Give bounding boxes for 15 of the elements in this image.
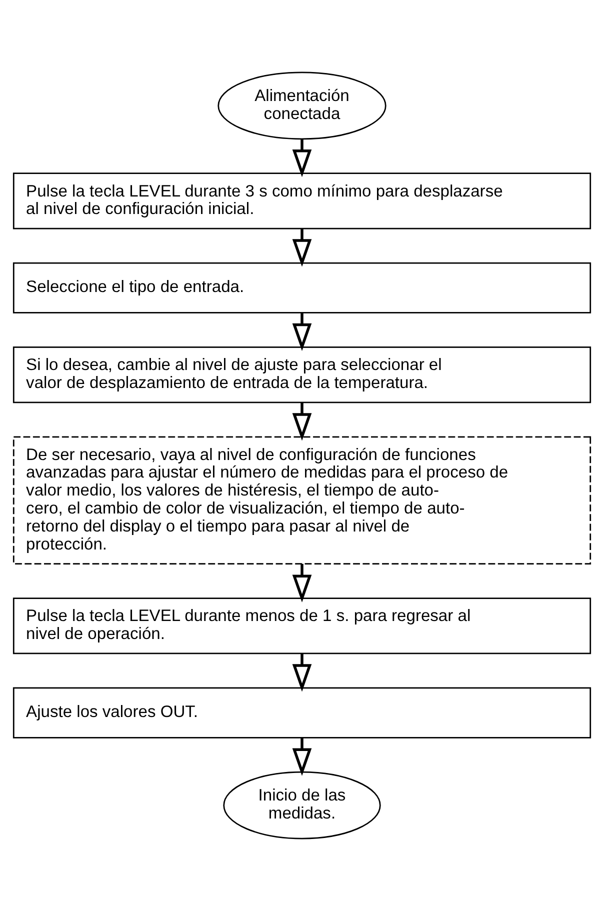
arrow [292,564,312,602]
arrow [292,228,312,267]
arrow [292,313,312,351]
arrow [292,738,312,776]
node-box: Si lo desea, cambie al nivel de ajuste para seleccionar el valor de desplazamiento de entrada de la temperatura. [12,346,592,404]
node-box: De ser necesario, vaya al nivel de configuración de funciones avanzadas para ajustar el número de medidas para el proceso de valor medio, los valores de histéresis, el tiempo de auto-cero, el cambio de color de visualización, el tiempo de auto-retorno del display o el tiempo para pasar al nivel de protección. [12,436,592,564]
arrow [292,654,312,692]
node-box: Pulse la tecla LEVEL durante 3 s como mínimo para desplazarse al nivel de configuración inicial. [12,172,592,230]
arrow [292,402,312,441]
node-ellipse: Inicio de las medidas. [223,771,381,840]
node-box: Seleccione el tipo de entrada. [12,262,592,314]
node-box: Ajuste los valores OUT. [12,687,592,738]
node-box: Pulse la tecla LEVEL durante menos de 1 s. para regresar al nivel de operación. [12,598,592,654]
node-ellipse: Alimentación conectada [218,72,386,140]
arrow [292,138,312,178]
